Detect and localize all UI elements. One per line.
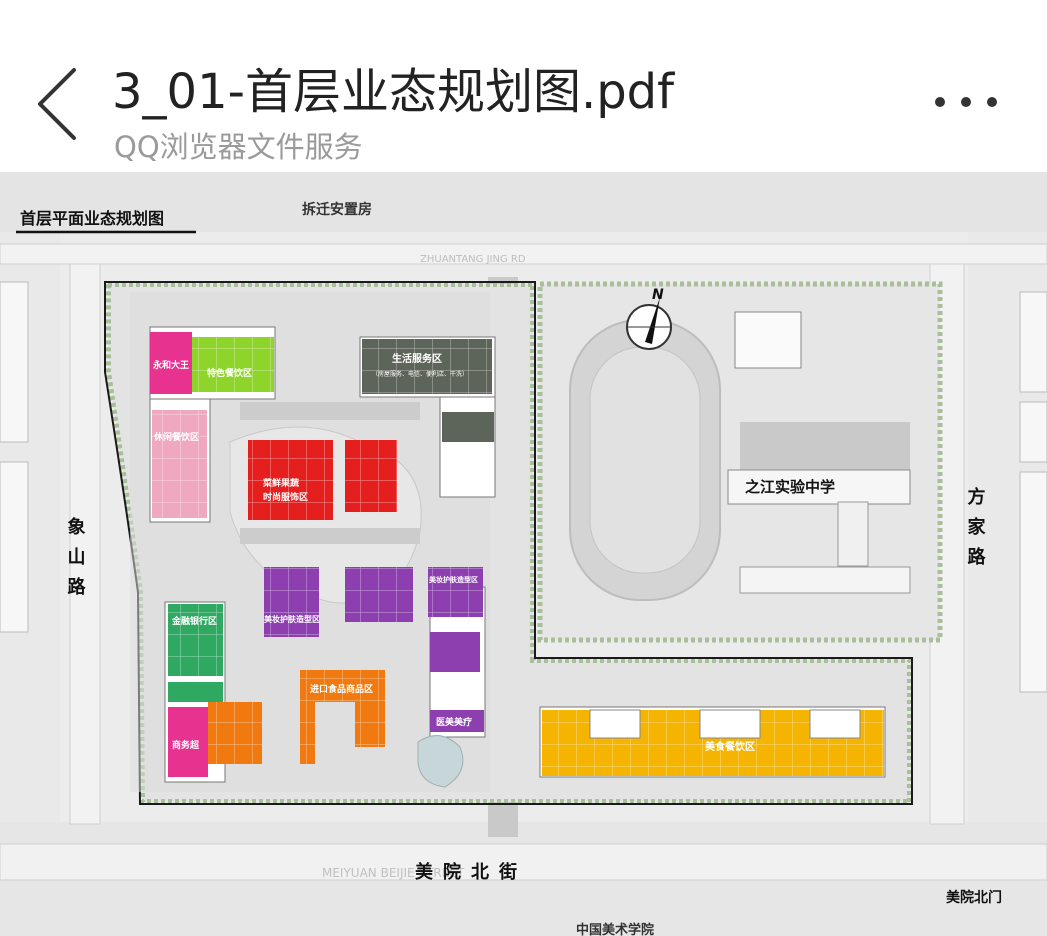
label-relocation-housing: 拆迁安置房 <box>302 201 372 218</box>
road-south-label: 美院北街 <box>415 861 527 883</box>
zone-supermarket <box>168 707 208 777</box>
zone-detail-life-service: （房屋服务、电信、便利店、干洗） <box>372 370 468 378</box>
zone-yonghe <box>150 332 192 394</box>
file-title: 3_01-首层业态规划图.pdf <box>112 64 675 120</box>
zone-label-life-service: 生活服务区 <box>392 352 442 365</box>
more-dots-icon <box>935 97 997 107</box>
zone-label-supermarket: 商务超 <box>172 739 200 751</box>
chevron-left-icon <box>38 68 76 140</box>
pdf-viewer[interactable]: 首层平面业态规划图 拆迁安置房 ZHUANTANG JING RD N 之江实验… <box>0 172 1047 936</box>
zone-label-market-detail: 时尚服饰区 <box>263 491 308 503</box>
site-plan: 首层平面业态规划图 拆迁安置房 ZHUANTANG JING RD N 之江实验… <box>0 172 1047 936</box>
zone-label-medical-beauty: 医美美疗 <box>436 716 472 728</box>
zone-label-import-goods: 进口食品商品区 <box>310 683 373 695</box>
zone-medical-beauty <box>430 710 484 732</box>
more-button[interactable] <box>926 78 1006 118</box>
north-label: N <box>652 287 664 303</box>
road-south-faint: MEIYUAN BEIJIE STREET <box>322 866 465 880</box>
file-source: QQ浏览器文件服务 <box>114 130 363 164</box>
zone-label-leisure-dining: 休闲餐饮区 <box>153 431 199 443</box>
zone-label-beauty-east: 美妆护肤造型区 <box>429 575 478 584</box>
back-button[interactable] <box>30 64 86 144</box>
plan-heading: 首层平面业态规划图 <box>20 209 164 228</box>
road-west-label: 象山路 <box>65 516 86 607</box>
label-school: 之江实验中学 <box>745 478 835 496</box>
label-academy: 中国美术学院 <box>576 922 654 936</box>
zone-label-yonghe: 永和大王 <box>152 359 189 371</box>
zone-label-finance: 金融银行区 <box>171 615 217 627</box>
label-south-gate: 美院北门 <box>946 889 1002 906</box>
zone-label-market: 菜鲜果蔬 <box>262 477 299 489</box>
zone-label-beauty-west: 美妆护肤造型区 <box>264 614 320 624</box>
app-header: 3_01-首层业态规划图.pdf QQ浏览器文件服务 <box>0 0 1047 172</box>
road-east-label: 方家路 <box>965 486 986 577</box>
zone-label-food-court: 美食餐饮区 <box>705 740 755 753</box>
road-north-faint: ZHUANTANG JING RD <box>420 254 526 265</box>
zone-label-specialty-dining: 特色餐饮区 <box>207 367 252 379</box>
north-arrow: N <box>626 287 672 350</box>
